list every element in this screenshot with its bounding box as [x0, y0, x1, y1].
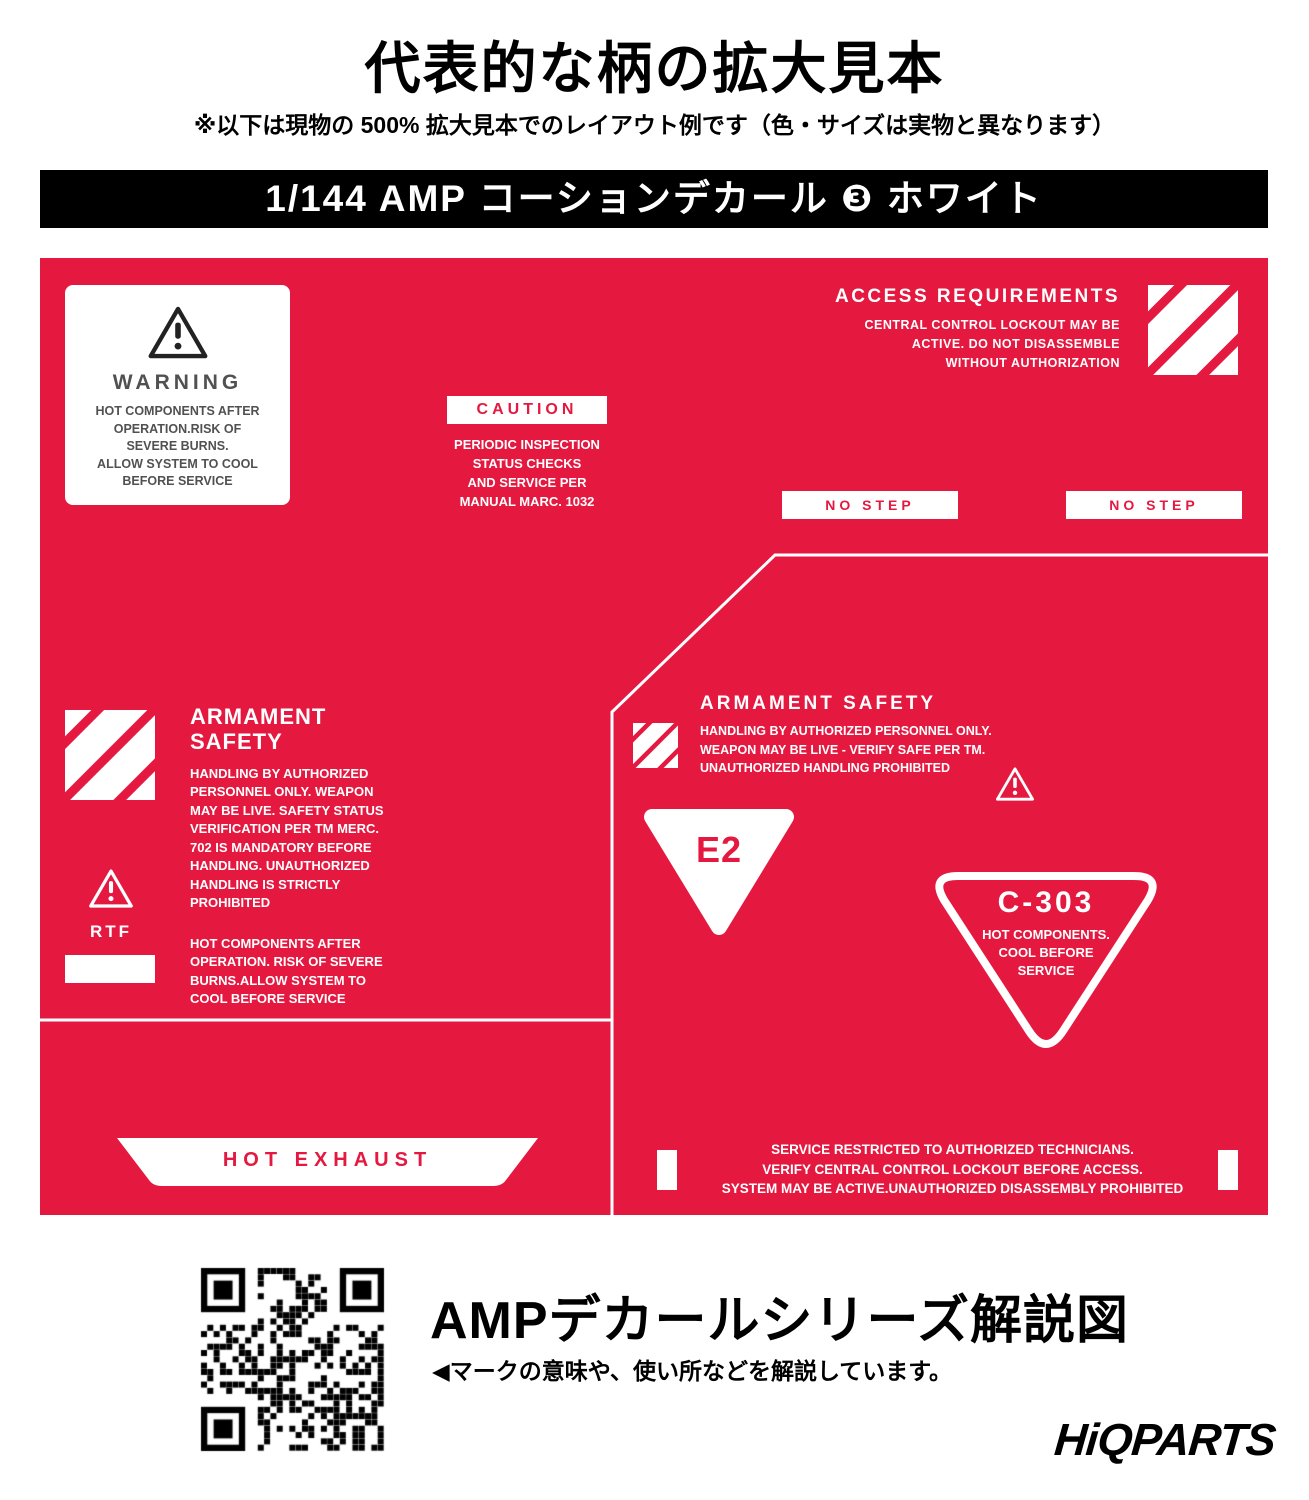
caution-label: CAUTION [447, 396, 607, 424]
hot-exhaust-label: HOT EXHAUST [222, 1149, 433, 1171]
inverted-triangle-shape [644, 809, 794, 935]
armament-safety-body: HANDLING BY AUTHORIZED PERSONNEL ONLY. W… [700, 724, 992, 775]
warning-body-text: HOT COMPONENTS AFTER OPERATION.RISK OF S… [95, 404, 260, 488]
decal-sheet-sample: WARNING HOT COMPONENTS AFTER OPERATION.R… [40, 258, 1268, 1215]
warning-triangle-icon [995, 766, 1035, 802]
hot-components-body: HOT COMPONENTS AFTER OPERATION. RISK OF … [190, 936, 383, 1007]
product-name-banner: 1/144 AMP コーションデカール ❸ ホワイト [40, 170, 1268, 228]
warning-decal: WARNING HOT COMPONENTS AFTER OPERATION.R… [65, 285, 290, 505]
armament-safety-title: ARMAMENT SAFETY [190, 704, 327, 754]
warning-title: WARNING [112, 371, 243, 394]
service-note: SERVICE RESTRICTED TO AUTHORIZED TECHNIC… [721, 1142, 1184, 1197]
white-bar-decal [657, 1150, 677, 1190]
white-bar-decal [65, 955, 155, 983]
access-requirements-decal: ACCESS REQUIREMENTS CENTRAL CONTROL LOCK… [730, 286, 1120, 372]
access-requirements-body: CENTRAL CONTROL LOCKOUT MAY BE ACTIVE. D… [864, 318, 1120, 370]
c303-triangle-outline [935, 872, 1157, 1048]
qr-code [195, 1262, 390, 1457]
c303-body: HOT COMPONENTS. COOL BEFORE SERVICE [982, 927, 1110, 979]
armament-safety-body: HANDLING BY AUTHORIZED PERSONNEL ONLY. W… [190, 766, 384, 911]
footer-subtitle: ◀マークの意味や、使い所などを解説しています。 [432, 1358, 953, 1384]
warning-triangle-icon [147, 305, 209, 360]
armament-safety-title: ARMAMENT SAFETY [700, 693, 937, 714]
white-bar-decal [1218, 1150, 1238, 1190]
access-requirements-title: ACCESS REQUIREMENTS [834, 286, 1120, 307]
e2-label: E2 [695, 829, 743, 870]
page-title: 代表的な柄の拡大見本 [364, 37, 945, 100]
c303-code: C-303 [997, 886, 1095, 919]
panel-divider-lines [40, 553, 1268, 1215]
hot-exhaust-decal: HOT EXHAUST [115, 1135, 540, 1190]
hazard-stripes-icon [633, 723, 678, 768]
footer-title: AMPデカールシリーズ解説図 [430, 1292, 1129, 1350]
hazard-stripes-icon [1146, 285, 1240, 375]
no-step-decal: NO STEP [782, 491, 958, 519]
warning-triangle-icon [88, 868, 134, 909]
hiqparts-logo: HiQPARTS [1052, 1414, 1278, 1465]
rtf-label: RTF [90, 922, 133, 941]
page-note: ※以下は現物の 500% 拡大見本でのレイアウト例です（色・サイズは実物と異なり… [193, 112, 1116, 138]
caution-body-text: PERIODIC INSPECTION STATUS CHECKS AND SE… [454, 437, 600, 509]
c303-triangle-decal: C-303 HOT COMPONENTS. COOL BEFORE SERVIC… [912, 862, 1180, 1062]
hot-exhaust-shape [117, 1138, 538, 1186]
no-step-decal: NO STEP [1066, 491, 1242, 519]
hazard-stripes-icon [65, 710, 155, 800]
e2-triangle-decal: E2 [638, 805, 800, 935]
